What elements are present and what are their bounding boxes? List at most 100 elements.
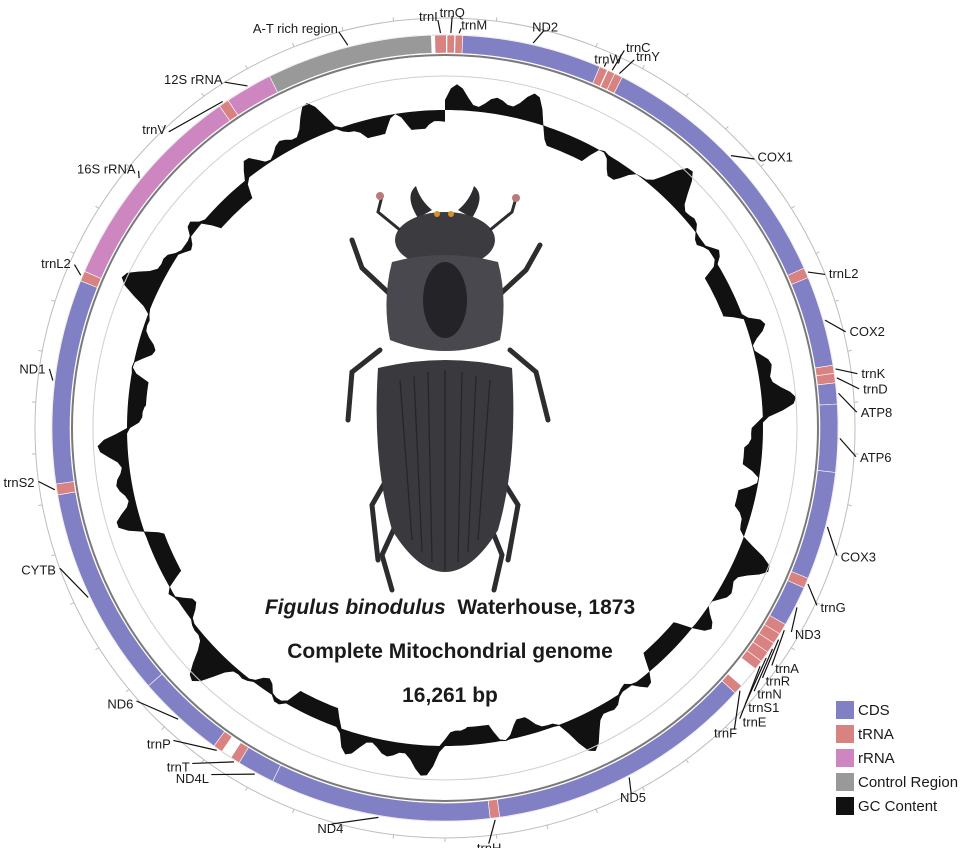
scale-tick: [293, 43, 294, 47]
gene-label-nd1: ND1: [19, 361, 45, 376]
gene-label-trnw: trnW: [594, 51, 622, 66]
gene-segment-trnm: [455, 35, 463, 53]
gene-label-trny: trnY: [636, 49, 660, 64]
gene-label-trnt: trnT: [167, 760, 190, 775]
gene-label-nd5: ND5: [620, 790, 646, 805]
scale-tick: [342, 27, 343, 31]
scale-tick: [496, 835, 497, 839]
gene-label-a-t-rich-region: A-T rich region: [253, 21, 338, 36]
legend-label: tRNA: [858, 726, 894, 743]
scale-tick: [686, 93, 688, 96]
gene-leader-line: [192, 762, 234, 764]
scale-tick: [791, 206, 794, 208]
scale-tick: [761, 164, 764, 167]
scale-tick: [848, 350, 852, 351]
gene-label-trns1: trnS1: [748, 700, 779, 715]
gene-label-trnk: trnK: [861, 366, 885, 381]
legend-label: rRNA: [858, 750, 895, 767]
gene-label-16s-rrna: 16S rRNA: [77, 161, 136, 176]
gene-leader-line: [836, 369, 858, 374]
legend-label: CDS: [858, 702, 890, 719]
scale-tick: [246, 787, 248, 791]
species-name: Figulus binodulus: [265, 596, 446, 619]
scale-tick: [51, 300, 55, 301]
gene-leader-line: [74, 265, 80, 276]
gene-label-cox1: COX1: [757, 149, 792, 164]
gene-label-12s-rrna: 12S rRNA: [164, 72, 223, 87]
gene-label-cox2: COX2: [850, 324, 885, 339]
gene-label-nd3: ND3: [795, 627, 821, 642]
gene-label-trni: trnI: [419, 9, 438, 24]
gene-label-cox3: COX3: [841, 550, 876, 565]
legend-swatch-rrna: [836, 749, 854, 767]
legend-item-cds: CDS: [836, 698, 958, 722]
scale-tick: [162, 727, 165, 730]
gene-label-nd4: ND4: [317, 821, 343, 836]
scale-tick: [496, 17, 497, 21]
gene-label-nd2: ND2: [532, 19, 558, 34]
scale-tick: [95, 206, 98, 208]
species-title: Figulus binodulus Waterhouse, 1873: [160, 596, 740, 620]
legend-item-rrna: rRNA: [836, 746, 958, 770]
gene-segment-atp8: [818, 383, 838, 405]
legend-item-gc-content: GC Content: [836, 794, 958, 818]
gene-label-trne: trnE: [743, 715, 767, 730]
gene-leader-line: [837, 378, 859, 389]
gene-segment-cytb: [58, 492, 162, 686]
gene-leader-line: [339, 32, 348, 45]
scale-tick: [95, 648, 98, 650]
scale-tick: [791, 648, 794, 650]
gene-leader-line: [808, 584, 817, 605]
gene-label-nd6: ND6: [107, 697, 133, 712]
gene-label-trnl2: trnL2: [829, 266, 859, 281]
scale-tick: [51, 555, 55, 556]
scale-tick: [202, 93, 204, 96]
scale-tick: [70, 252, 74, 254]
gene-leader-line: [731, 156, 754, 159]
gene-leader-line: [840, 438, 856, 456]
scale-tick: [38, 350, 42, 351]
gene-segment-trni: [435, 35, 447, 53]
gene-leader-line: [438, 20, 441, 33]
gene-label-trng: trnG: [820, 600, 845, 615]
gene-leader-line: [139, 171, 140, 178]
genome-subtitle: Complete Mitochondrial genome: [160, 640, 740, 664]
genome-length: 16,261 bp: [160, 684, 740, 708]
scale-tick: [393, 835, 394, 839]
species-authority: Waterhouse, 1873: [457, 596, 635, 619]
scale-tick: [596, 43, 597, 47]
legend-swatch-cds: [836, 701, 854, 719]
scale-tick: [126, 689, 129, 692]
legend-swatch-trna: [836, 725, 854, 743]
scale-tick: [596, 809, 597, 813]
gene-label-atp8: ATP8: [861, 405, 893, 420]
gene-label-trnv: trnV: [142, 122, 166, 137]
gene-label-trnd: trnD: [863, 381, 888, 396]
gene-segment-trnq: [447, 35, 455, 53]
scale-tick: [686, 760, 688, 763]
gene-segment-a-t-rich-region: [270, 35, 432, 92]
legend-item-control-region: Control Region: [836, 770, 958, 794]
gene-segment-cox2: [791, 278, 832, 368]
scale-tick: [643, 65, 645, 69]
gene-leader-line: [49, 369, 52, 381]
legend-swatch-gc-content: [836, 797, 854, 815]
scale-tick: [246, 65, 248, 69]
legend: CDS tRNA rRNA Control Region GC Content: [836, 698, 958, 818]
gene-label-trnm: trnM: [461, 17, 487, 32]
gene-leader-line: [39, 482, 55, 490]
gene-leader-line: [808, 272, 825, 274]
gene-label-atp6: ATP6: [860, 450, 892, 465]
gene-segment-atp6: [818, 404, 838, 472]
gene-label-trnl2: trnL2: [41, 256, 71, 271]
gene-segment-nd2: [462, 35, 600, 83]
scale-tick: [848, 505, 852, 506]
scale-tick: [816, 252, 820, 254]
legend-swatch-control-region: [836, 773, 854, 791]
gene-label-cytb: CYTB: [21, 563, 56, 578]
gene-label-trns2: trnS2: [3, 475, 34, 490]
gene-leader-line: [225, 82, 248, 86]
scale-tick: [70, 603, 74, 605]
